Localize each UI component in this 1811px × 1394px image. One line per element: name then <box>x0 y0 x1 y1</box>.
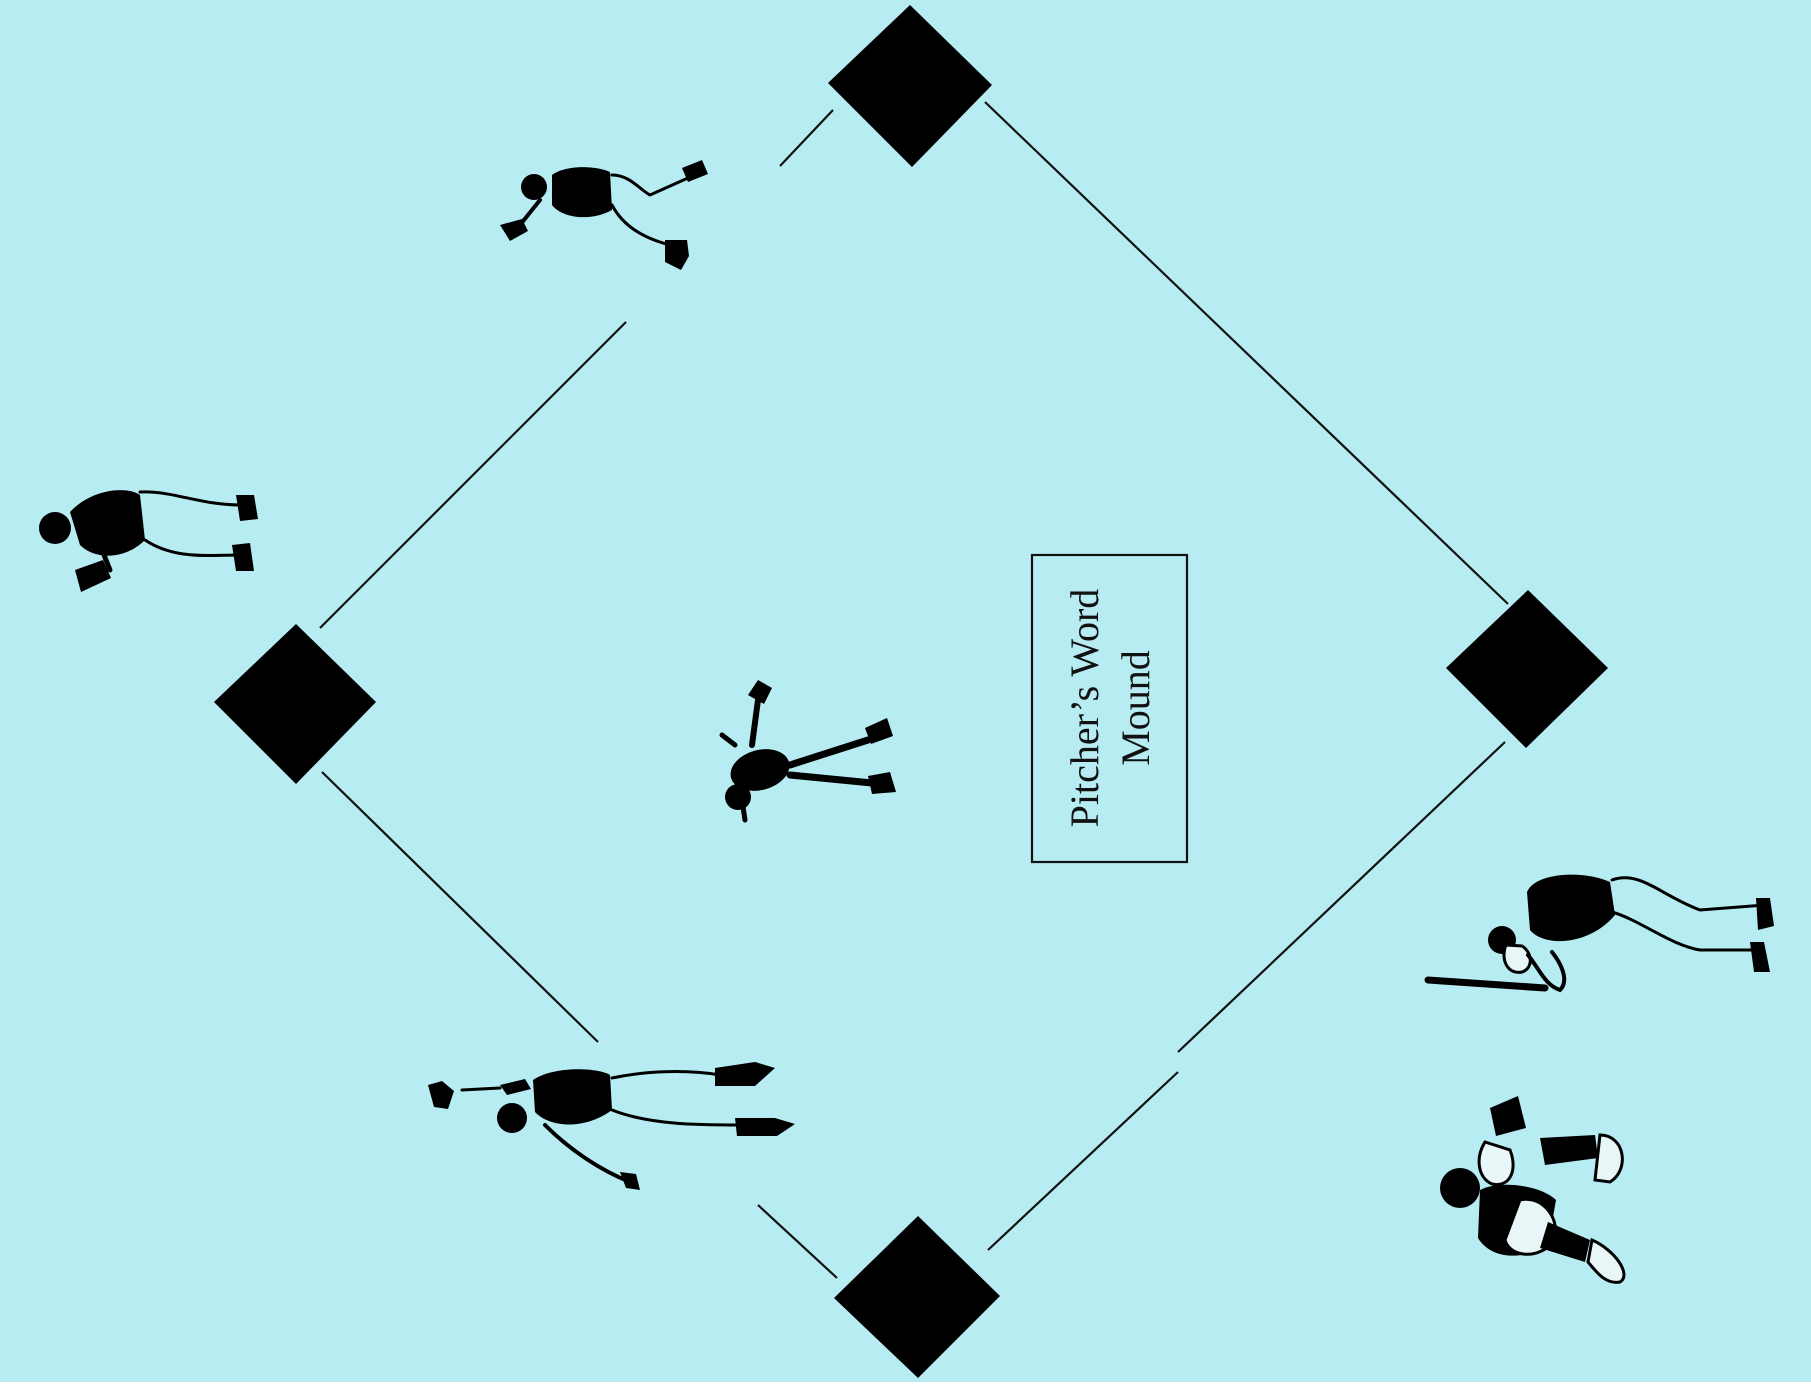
mound-label-line2: Mound <box>1113 650 1158 766</box>
mound-label-line1: Pitcher’s Word <box>1062 589 1107 828</box>
